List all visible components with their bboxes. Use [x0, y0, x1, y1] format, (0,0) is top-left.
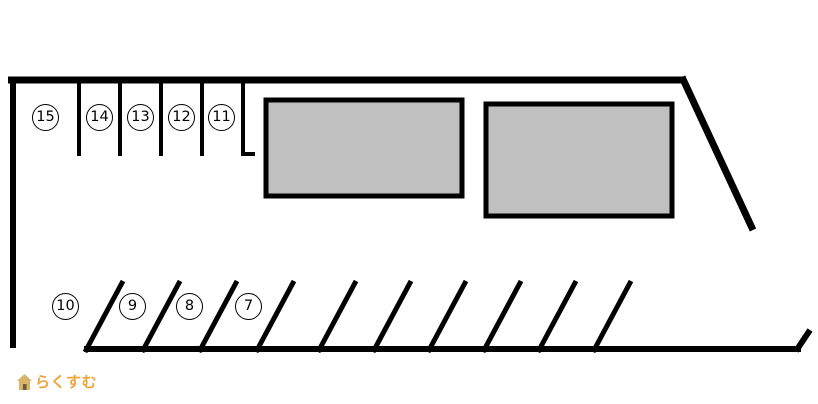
stall-7-label: 7: [235, 293, 262, 320]
parking-separator: [480, 279, 524, 354]
building-1: [263, 97, 465, 199]
stall-15: 15: [32, 104, 59, 131]
stall-8-label: 8: [176, 293, 203, 320]
parking-separator: [425, 279, 469, 354]
stall-7: 7: [235, 293, 262, 320]
rakusumu-logo: らくすむ: [17, 371, 97, 392]
stall-9: 9: [119, 293, 146, 320]
parking-separator: [590, 279, 634, 354]
stall-10-label: 10: [52, 293, 79, 320]
stall-12: 12: [168, 104, 195, 131]
parking-separator: [535, 279, 579, 354]
stall-14-label: 14: [86, 104, 113, 131]
stall-11: 11: [208, 104, 235, 131]
stall-9-label: 9: [119, 293, 146, 320]
stall-12-label: 12: [168, 104, 195, 131]
stall-10: 10: [52, 293, 79, 320]
parking-separator: [82, 279, 126, 354]
parking-separator: [196, 279, 240, 354]
stall-14: 14: [86, 104, 113, 131]
house-icon: [17, 373, 32, 390]
bottom-right-end-tick: [793, 328, 813, 353]
logo-text: らくすむ: [35, 373, 98, 391]
stall-8: 8: [176, 293, 203, 320]
parking-separator: [253, 279, 297, 354]
parking-separator: [139, 279, 183, 354]
right-diagonal-boundary-line: [678, 75, 757, 232]
stall-11-label: 11: [208, 104, 235, 131]
parking-separator: [315, 279, 359, 354]
stall-13: 13: [127, 104, 154, 131]
stall-15-label: 15: [32, 104, 59, 131]
building-2: [483, 101, 675, 219]
stall-13-label: 13: [127, 104, 154, 131]
parking-separator: [370, 279, 414, 354]
